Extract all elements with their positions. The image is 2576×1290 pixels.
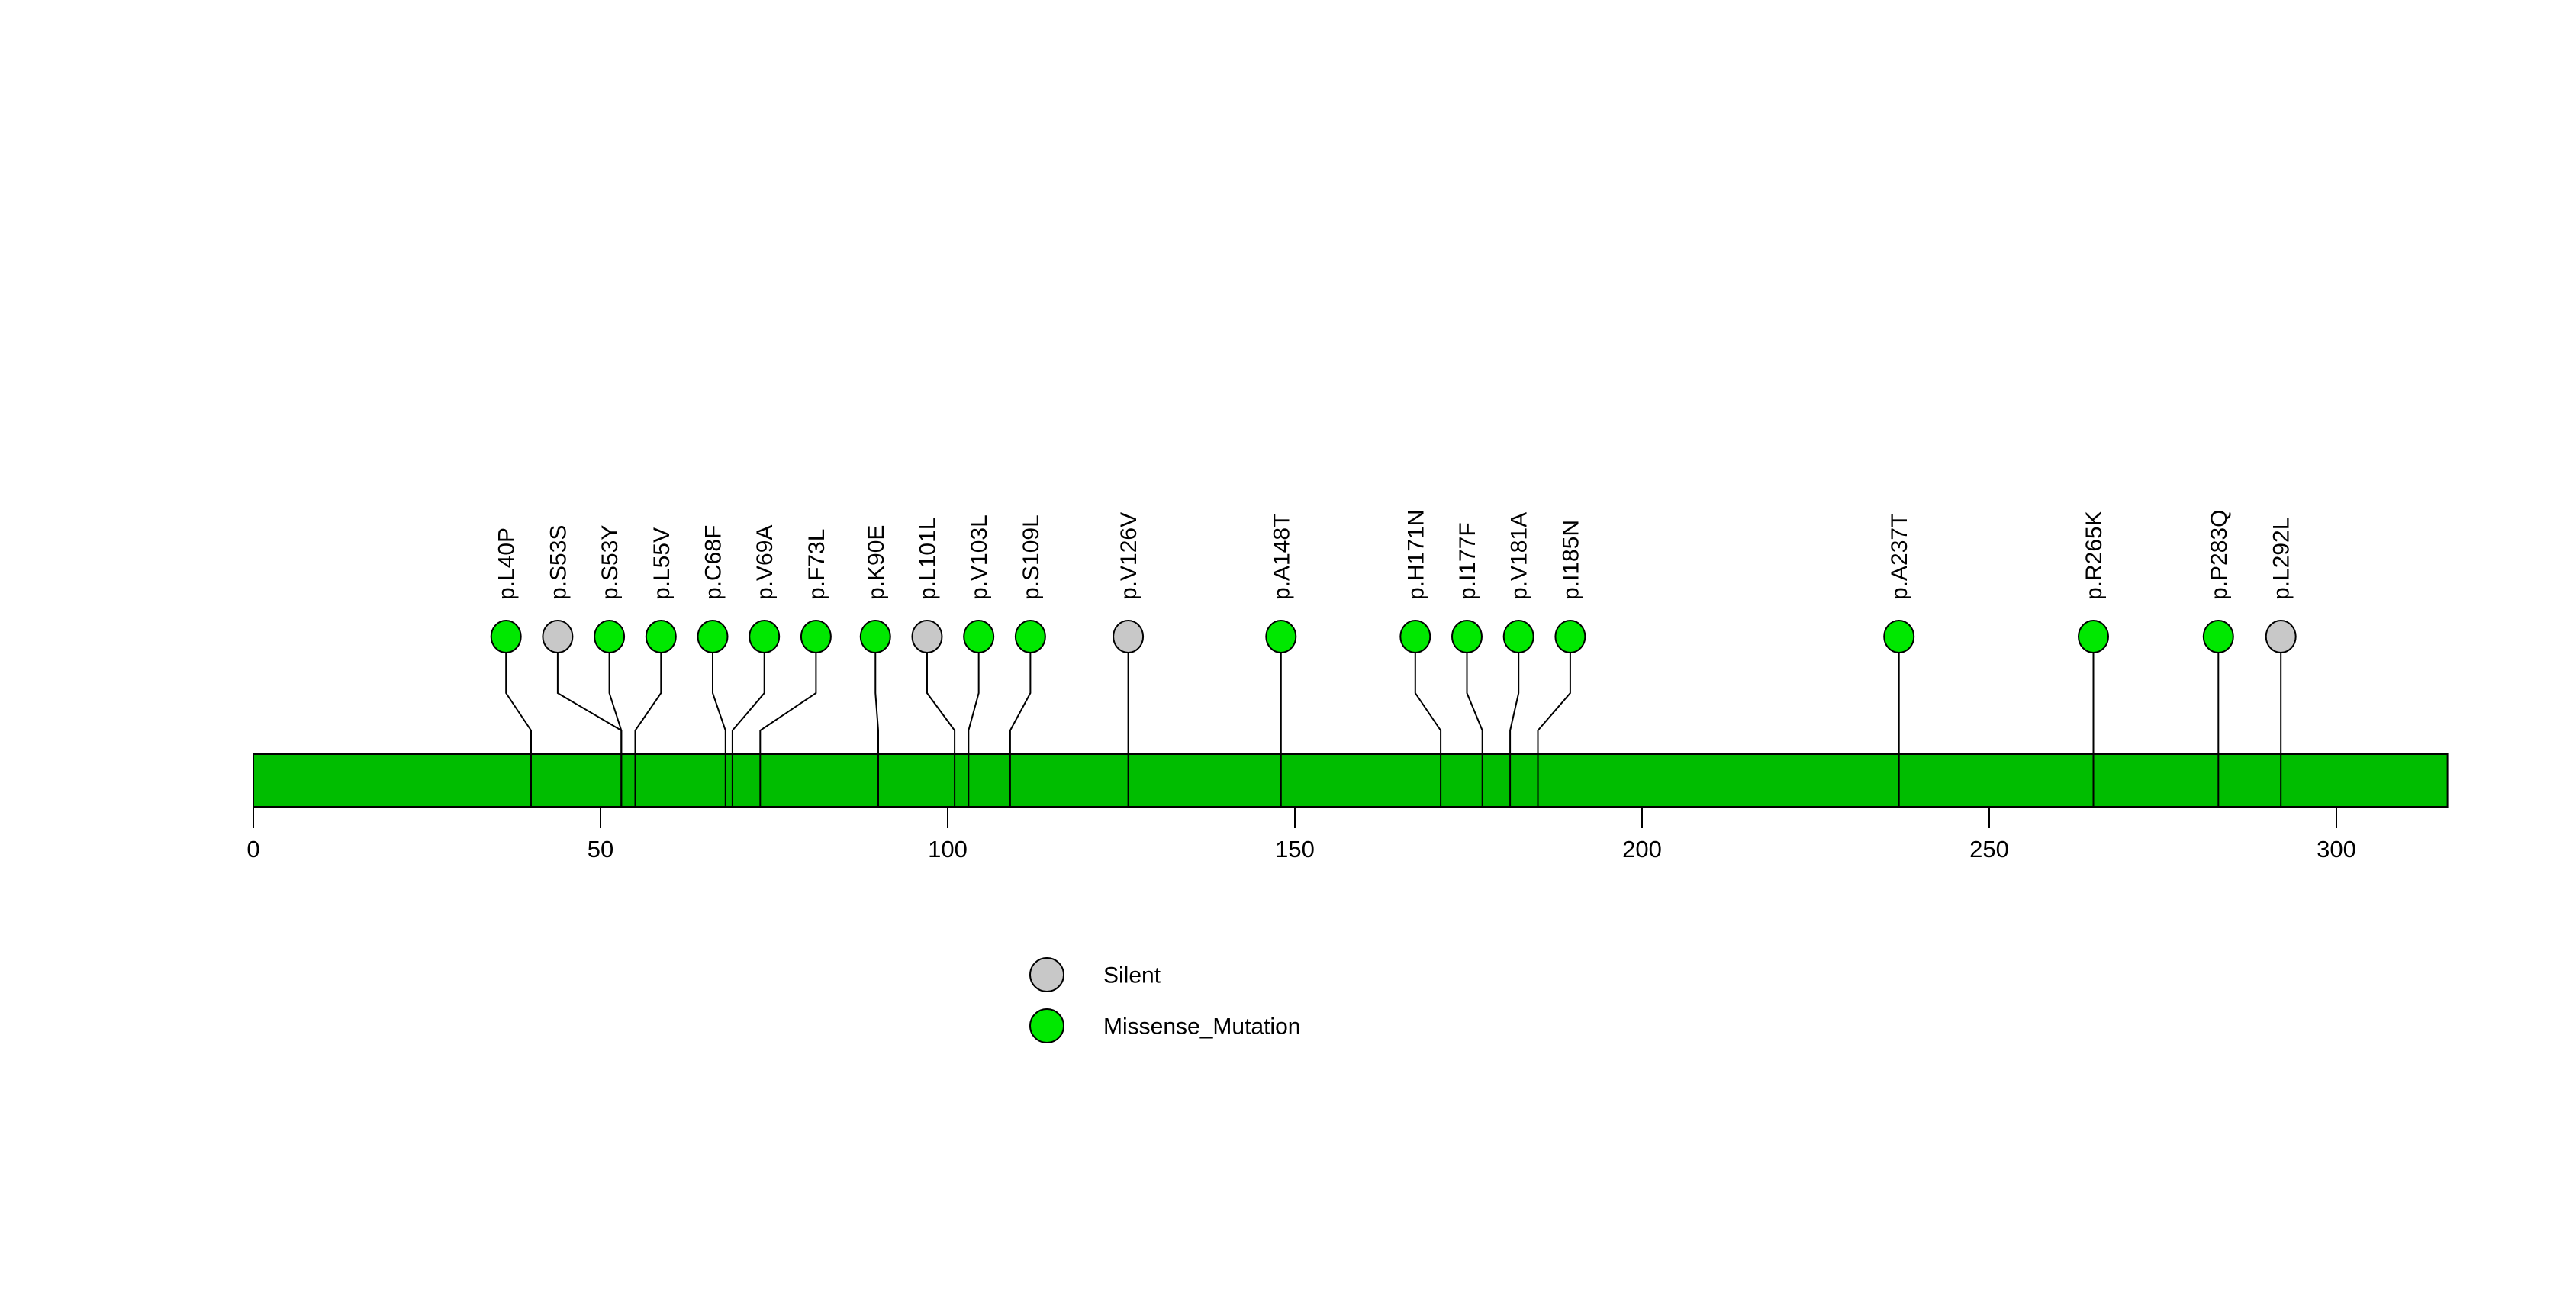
protein-bar: [253, 753, 2449, 808]
mutation-label: p.I185N: [1558, 520, 1583, 600]
mutation-label: p.I177F: [1455, 522, 1480, 600]
lollipop-stem: [608, 653, 623, 807]
lollipop-stem: [926, 653, 956, 807]
lollipop-head: [859, 620, 891, 653]
axis-tick-label: 100: [928, 836, 968, 863]
mutation-label: p.K90E: [864, 525, 889, 600]
mutation-label: p.V103L: [967, 514, 992, 600]
lollipop-stem: [505, 653, 532, 807]
lollipop-stem: [1537, 653, 1571, 807]
lollipop-stem: [759, 653, 817, 807]
lollipop-stem: [712, 653, 726, 807]
mutation-label: p.H171N: [1403, 510, 1428, 600]
legend-label: Missense_Mutation: [1103, 1014, 1300, 1040]
mutation-label: p.A148T: [1269, 514, 1294, 600]
mutation-label: p.L40P: [494, 527, 520, 600]
lollipop-head: [542, 620, 574, 653]
lollipop-head: [1113, 620, 1145, 653]
mutation-label: p.R265K: [2082, 511, 2107, 600]
lollipop-stem: [634, 653, 662, 807]
lollipop-head: [1014, 620, 1046, 653]
mutation-label: p.S109L: [1019, 514, 1044, 600]
mutation-label: p.V69A: [752, 525, 778, 600]
lollipop-stem: [1414, 653, 1442, 807]
lollipop-stem: [1509, 653, 1520, 807]
lollipop-stem: [1466, 653, 1483, 807]
axis-tick-label: 300: [2317, 836, 2356, 863]
axis-tick-label: 200: [1622, 836, 1662, 863]
lollipop-stem: [968, 653, 980, 807]
lollipop-head: [911, 620, 943, 653]
lollipop-head: [1883, 620, 1915, 653]
mutation-label: p.F73L: [804, 529, 829, 600]
lollipop-head: [594, 620, 626, 653]
lollipop-head: [1554, 620, 1586, 653]
lollipop-head: [1451, 620, 1483, 653]
legend-swatch: [1029, 1008, 1064, 1043]
mutation-label: p.S53Y: [597, 525, 623, 600]
mutation-label: p.A237T: [1887, 514, 1912, 600]
lollipop-head: [1265, 620, 1297, 653]
lollipop-stem: [1009, 653, 1032, 807]
mutation-label: p.S53S: [546, 525, 571, 600]
lollipop-head: [697, 620, 729, 653]
lollipop-head: [2078, 620, 2109, 653]
lollipop-head: [800, 620, 832, 653]
lollipop-stem: [731, 653, 765, 807]
lollipop-head: [645, 620, 677, 653]
mutation-label: p.L292L: [2269, 518, 2294, 600]
lollipop-head: [490, 620, 522, 653]
axis-tick-label: 0: [246, 836, 259, 863]
mutation-label: p.C68F: [701, 525, 726, 600]
lollipop-head: [2265, 620, 2297, 653]
lollipop-head: [2202, 620, 2234, 653]
mutation-label: p.P283Q: [2207, 510, 2232, 600]
mutation-label: p.L101L: [915, 518, 940, 600]
mutation-label: p.V181A: [1507, 512, 1532, 600]
lollipop-stem: [874, 653, 879, 807]
axis-tick-label: 150: [1275, 836, 1315, 863]
lollipop-head: [963, 620, 995, 653]
lollipop-head: [1399, 620, 1431, 653]
legend-label: Silent: [1103, 963, 1161, 988]
mutation-label: p.L55V: [649, 527, 675, 600]
axis-tick-label: 250: [1969, 836, 2009, 863]
mutation-label: p.V126V: [1116, 512, 1141, 600]
lollipop-head: [749, 620, 781, 653]
axis-tick-label: 50: [588, 836, 613, 863]
legend-swatch: [1029, 957, 1064, 992]
lollipop-head: [1502, 620, 1534, 653]
